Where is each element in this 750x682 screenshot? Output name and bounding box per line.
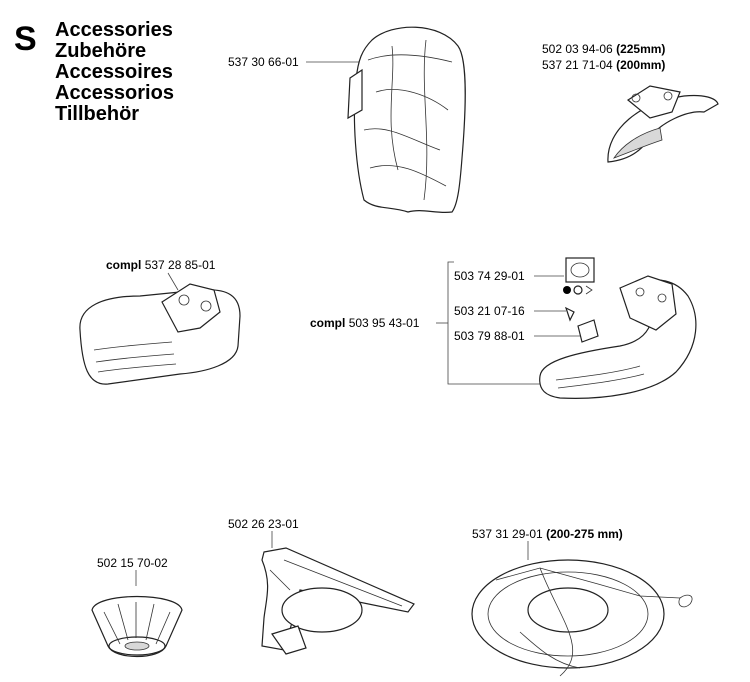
label-bag[interactable]: 537 30 66-01 bbox=[228, 55, 299, 69]
label-guard-200[interactable]: 537 21 71-04 (200mm) bbox=[542, 58, 665, 72]
title-en: Accessories bbox=[55, 19, 173, 41]
label-harness-size: (200-275 mm) bbox=[546, 527, 623, 541]
label-sub-3[interactable]: 503 79 88-01 bbox=[454, 329, 525, 343]
label-guard-200-code: 537 21 71-04 bbox=[542, 58, 613, 72]
harness-part[interactable] bbox=[471, 541, 693, 677]
label-harness-code: 537 31 29-01 bbox=[472, 527, 543, 541]
section-titles: Accessories Zubehöre Accessoires Accesso… bbox=[55, 20, 174, 125]
label-right-guard[interactable]: compl 503 95 43-01 bbox=[310, 316, 419, 330]
label-guard-225-code: 502 03 94-06 bbox=[542, 42, 613, 56]
label-left-guard[interactable]: compl 537 28 85-01 bbox=[106, 258, 215, 272]
label-sub-1[interactable]: 503 74 29-01 bbox=[454, 269, 525, 283]
label-cup[interactable]: 502 15 70-02 bbox=[97, 556, 168, 570]
guard-right-part[interactable] bbox=[436, 257, 697, 399]
label-harness[interactable]: 537 31 29-01 (200-275 mm) bbox=[472, 527, 623, 541]
label-right-guard-code: 503 95 43-01 bbox=[348, 316, 420, 330]
bag-part[interactable] bbox=[306, 26, 466, 214]
guard-upper-part[interactable] bbox=[607, 85, 719, 163]
label-guard-225-size: (225mm) bbox=[616, 42, 666, 56]
label-guard-200-size: (200mm) bbox=[616, 58, 666, 72]
title-es: Accessorios bbox=[55, 82, 174, 104]
title-fr: Accessoires bbox=[55, 61, 173, 83]
plate-part[interactable] bbox=[261, 531, 415, 655]
cup-part[interactable] bbox=[91, 570, 183, 657]
section-letter: S bbox=[14, 20, 37, 58]
title-sv: Tillbehör bbox=[55, 103, 140, 125]
label-left-guard-code: 537 28 85-01 bbox=[144, 258, 216, 272]
title-de: Zubehöre bbox=[55, 40, 147, 62]
label-left-guard-prefix: compl bbox=[106, 258, 142, 272]
guard-left-part[interactable] bbox=[79, 272, 241, 385]
label-plate[interactable]: 502 26 23-01 bbox=[228, 517, 299, 531]
label-sub-2[interactable]: 503 21 07-16 bbox=[454, 304, 525, 318]
label-guard-225[interactable]: 502 03 94-06 (225mm) bbox=[542, 42, 665, 56]
label-right-guard-prefix: compl bbox=[310, 316, 346, 330]
